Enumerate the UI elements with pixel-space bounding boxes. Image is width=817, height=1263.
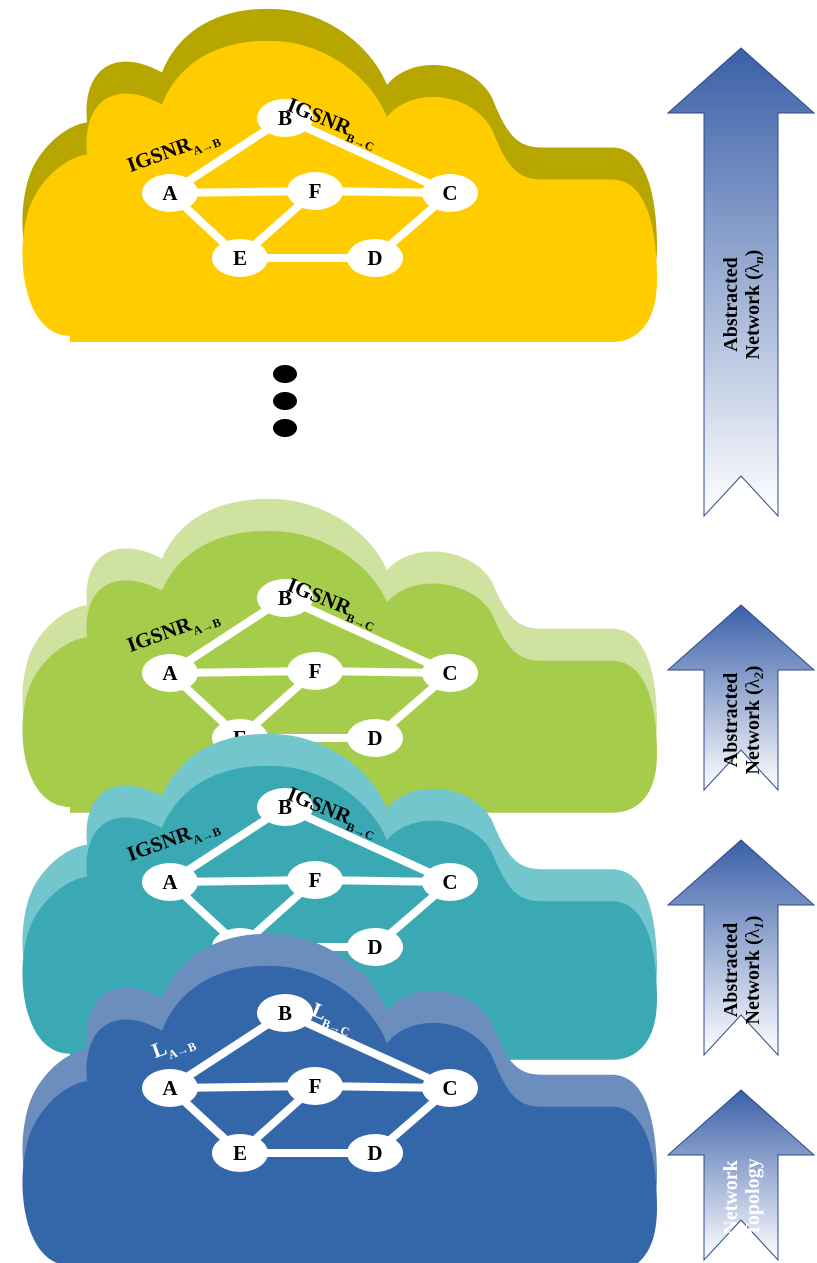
svg-text:D: D xyxy=(367,1141,382,1165)
svg-text:A: A xyxy=(162,661,178,685)
node-B: B xyxy=(257,788,313,826)
svg-text:A: A xyxy=(162,870,178,894)
node-A: A xyxy=(142,174,198,212)
arrow-label-line1: Abstracted xyxy=(720,673,742,767)
node-C: C xyxy=(422,174,478,212)
node-E: E xyxy=(212,239,268,277)
node-E: E xyxy=(212,1134,268,1172)
node-C: C xyxy=(422,1069,478,1107)
node-D: D xyxy=(347,1134,403,1172)
edge-B-C xyxy=(283,1009,452,1092)
node-F: F xyxy=(287,652,343,690)
node-F: F xyxy=(287,1067,343,1105)
svg-text:A: A xyxy=(162,1076,178,1100)
svg-text:C: C xyxy=(442,661,457,685)
svg-text:C: C xyxy=(442,181,457,205)
svg-text:C: C xyxy=(442,870,457,894)
svg-text:A: A xyxy=(162,181,178,205)
svg-text:C: C xyxy=(442,1076,457,1100)
svg-text:F: F xyxy=(309,1074,322,1098)
node-C: C xyxy=(422,654,478,692)
node-A: A xyxy=(142,654,198,692)
arrow-label-line2: Network (λ1) xyxy=(742,916,766,1025)
svg-text:E: E xyxy=(233,1141,247,1165)
node-C: C xyxy=(422,863,478,901)
node-A: A xyxy=(142,863,198,901)
arrow-label-line1: Abstracted xyxy=(720,257,742,351)
node-F: F xyxy=(287,172,343,210)
ellipsis-dots xyxy=(273,365,297,437)
node-D: D xyxy=(347,928,403,966)
node-B: B xyxy=(257,99,313,137)
node-A: A xyxy=(142,1069,198,1107)
node-D: D xyxy=(347,719,403,757)
svg-text:D: D xyxy=(367,246,382,270)
svg-text:B: B xyxy=(278,795,292,819)
svg-text:B: B xyxy=(278,586,292,610)
node-F: F xyxy=(287,861,343,899)
svg-text:F: F xyxy=(309,868,322,892)
arrow-label-line1: Network xyxy=(720,1159,742,1234)
arrow-label-line2: Network (λ2) xyxy=(742,666,766,775)
edge-B-C xyxy=(283,803,452,886)
arrow-label-line2: Network (λn) xyxy=(742,250,766,360)
node-B: B xyxy=(257,579,313,617)
arrow-label-line2: Topology xyxy=(742,1158,764,1236)
svg-text:B: B xyxy=(278,106,292,130)
node-D: D xyxy=(347,239,403,277)
arrow-label-line1: Abstracted xyxy=(720,923,742,1017)
svg-text:F: F xyxy=(309,179,322,203)
svg-text:D: D xyxy=(367,935,382,959)
svg-text:E: E xyxy=(233,246,247,270)
svg-text:B: B xyxy=(278,1001,292,1025)
svg-text:F: F xyxy=(309,659,322,683)
svg-text:D: D xyxy=(367,726,382,750)
edge-B-C xyxy=(283,594,452,677)
node-B: B xyxy=(257,994,313,1032)
edge-B-C xyxy=(283,114,452,197)
